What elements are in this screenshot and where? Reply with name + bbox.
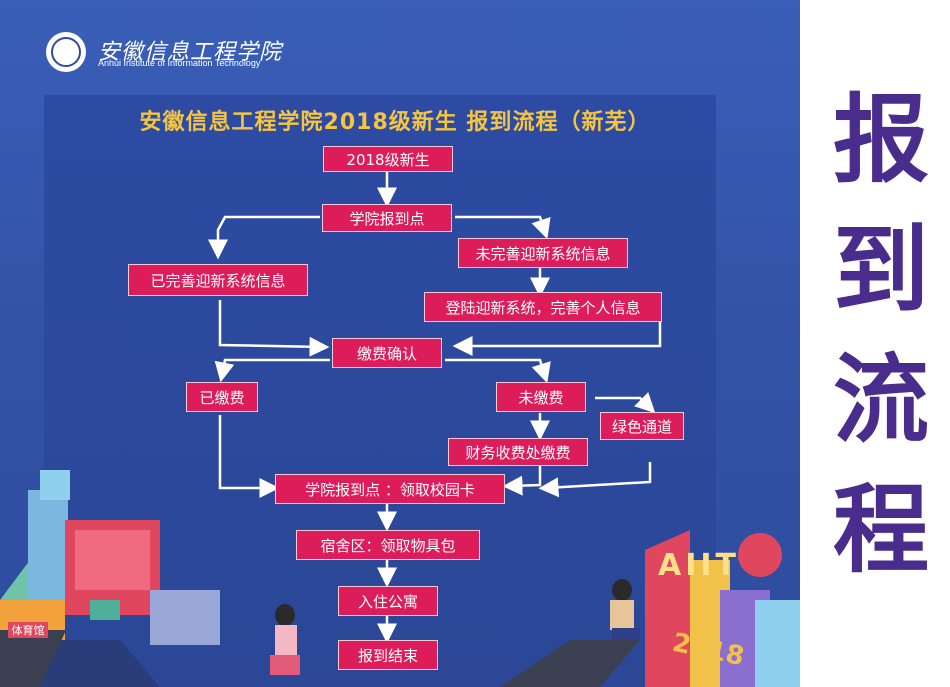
aiit-letters: AIIT bbox=[658, 548, 741, 583]
gym-sign: 体育馆 bbox=[8, 622, 48, 638]
side-title-char-4: 程 bbox=[833, 474, 929, 586]
step-dorm-supplies: 宿舍区：领取物具包 bbox=[296, 530, 480, 560]
school-name-logo: 安徽信息工程学院 bbox=[98, 40, 283, 65]
step-college-checkin: 学院报到点 bbox=[322, 204, 452, 232]
step-info-complete: 已完善迎新系统信息 bbox=[128, 264, 308, 296]
flowchart-title: 安徽信息工程学院2018级新生 报到流程（新芜） bbox=[139, 110, 651, 135]
poster-background: 安徽信息工程学院 Anhui Institute of Information … bbox=[0, 0, 800, 687]
flow-connectors bbox=[208, 187, 656, 644]
side-title-char-2: 到 bbox=[833, 214, 929, 326]
school-seal-logo bbox=[46, 32, 86, 72]
step-green-channel: 绿色通道 bbox=[600, 412, 684, 440]
step-unpaid: 未缴费 bbox=[496, 382, 586, 412]
step-get-campus-card: 学院报到点 ：领取校园卡 bbox=[275, 474, 505, 504]
step-login-system: 登陆迎新系统，完善个人信息 bbox=[424, 292, 662, 322]
step-info-incomplete: 未完善迎新系统信息 bbox=[458, 238, 628, 268]
step-paid: 已缴费 bbox=[186, 382, 258, 412]
illustration-decor bbox=[0, 470, 800, 687]
side-title-char-1: 报 bbox=[833, 84, 929, 196]
side-title-char-3: 流 bbox=[833, 344, 929, 456]
school-english-name: Anhui Institute of Information Technolog… bbox=[98, 58, 261, 68]
step-new-students: 2018级新生 bbox=[323, 146, 453, 172]
step-finance-payment: 财务收费处缴费 bbox=[448, 438, 588, 466]
step-move-in: 入住公寓 bbox=[338, 586, 438, 616]
step-finish: 报到结束 bbox=[338, 640, 438, 670]
step-payment-confirm: 缴费确认 bbox=[332, 338, 442, 368]
